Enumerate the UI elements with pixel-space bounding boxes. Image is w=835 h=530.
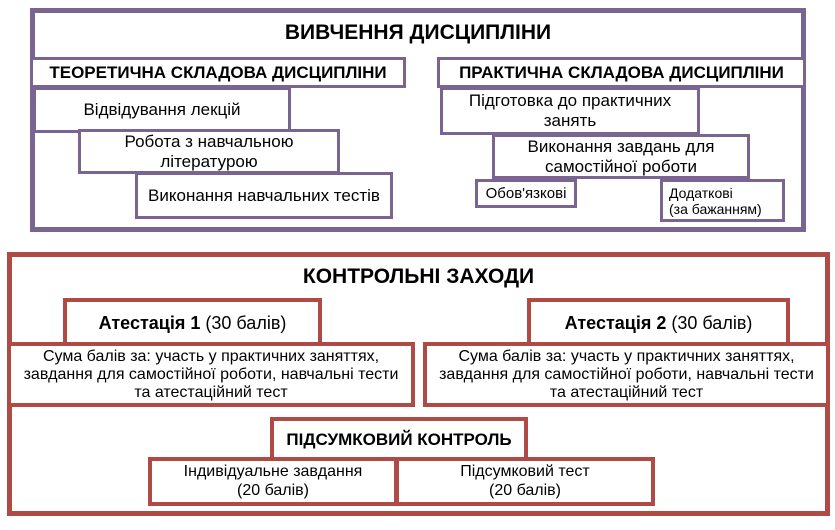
sum-right-line3: та атестаційний тест	[549, 383, 704, 401]
final-test-line1: Підсумковий тест	[460, 463, 590, 481]
mandatory-box: Обов'язкові	[475, 179, 577, 208]
attestation2-points: (30 балів)	[666, 312, 753, 333]
preparation-label-line2: занять	[543, 111, 597, 130]
individual-task-line2: (20 балів)	[237, 481, 309, 499]
literature-box: Робота з навчальною літературою	[78, 129, 340, 174]
attestation1-label: Атестація 1 (30 балів)	[99, 313, 287, 334]
sum-points-right-box: Сума балів за: участь у практичних занят…	[423, 342, 830, 407]
lectures-box: Відвідування лекцій	[33, 87, 291, 133]
study-section-title: ВИВЧЕННЯ ДИСЦИПЛІНИ	[284, 21, 552, 44]
optional-label-line2: (за бажанням)	[669, 200, 762, 217]
sum-left-line2: завдання для самостійної роботи, навчаль…	[23, 365, 399, 383]
lectures-label: Відвідування лекцій	[83, 100, 241, 120]
individual-task-line1: Індивідуальне завдання	[183, 463, 363, 481]
attestation2-name: Атестація 2	[564, 312, 667, 333]
sum-left-line3: та атестаційний тест	[134, 383, 288, 401]
optional-box: Додаткові (за бажанням)	[660, 179, 785, 222]
preparation-label-line1: Підготовка до практичних	[468, 91, 672, 111]
sum-right-line2: завдання для самостійної роботи, навчаль…	[439, 365, 814, 383]
self-tasks-box: Виконання завдань для самостійної роботи	[492, 134, 750, 179]
practical-header-label: ПРАКТИЧНА СКЛАДОВА ДИСЦИПЛІНИ	[459, 62, 784, 82]
self-tasks-label-line1: Виконання завдань для	[527, 136, 715, 156]
attestation2-label: Атестація 2 (30 балів)	[565, 313, 753, 334]
theoretical-header: ТЕОРЕТИЧНА СКЛАДОВА ДИСЦИПЛІНИ	[30, 57, 406, 88]
attestation1-box: Атестація 1 (30 балів)	[63, 298, 322, 348]
attestation2-box: Атестація 2 (30 балів)	[527, 298, 790, 348]
sum-right-line1: Сума балів за: участь у практичних занят…	[458, 347, 795, 365]
literature-label-line2: літературою	[160, 151, 258, 171]
practical-header: ПРАКТИЧНА СКЛАДОВА ДИСЦИПЛІНИ	[437, 57, 806, 88]
preparation-box: Підготовка до практичних занять	[440, 87, 700, 135]
sum-points-left-box: Сума балів за: участь у практичних занят…	[7, 342, 415, 407]
training-tests-label: Виконання навчальних тестів	[148, 185, 380, 205]
sum-left-line1: Сума балів за: участь у практичних занят…	[42, 347, 380, 365]
final-test-line2: (20 балів)	[489, 481, 561, 499]
individual-task-box: Індивідуальне завдання (20 балів)	[148, 457, 398, 506]
training-tests-box: Виконання навчальних тестів	[135, 172, 393, 219]
optional-label-line1: Додаткові	[669, 184, 733, 201]
theoretical-header-label: ТЕОРЕТИЧНА СКЛАДОВА ДИСЦИПЛІНИ	[49, 62, 387, 82]
self-tasks-label-line2: самостійної роботи	[545, 156, 697, 176]
final-test-box: Підсумковий тест (20 балів)	[395, 457, 655, 506]
control-section-title: КОНТРОЛЬНІ ЗАХОДИ	[302, 265, 535, 288]
final-control-header-label: ПІДСУМКОВИЙ КОНТРОЛЬ	[286, 429, 512, 449]
final-control-header: ПІДСУМКОВИЙ КОНТРОЛЬ	[270, 417, 528, 462]
attestation1-points: (30 балів)	[200, 312, 287, 333]
literature-label-line1: Робота з навчальною	[124, 131, 294, 151]
mandatory-label: Обов'язкові	[485, 184, 567, 202]
attestation1-name: Атестація 1	[98, 312, 201, 333]
